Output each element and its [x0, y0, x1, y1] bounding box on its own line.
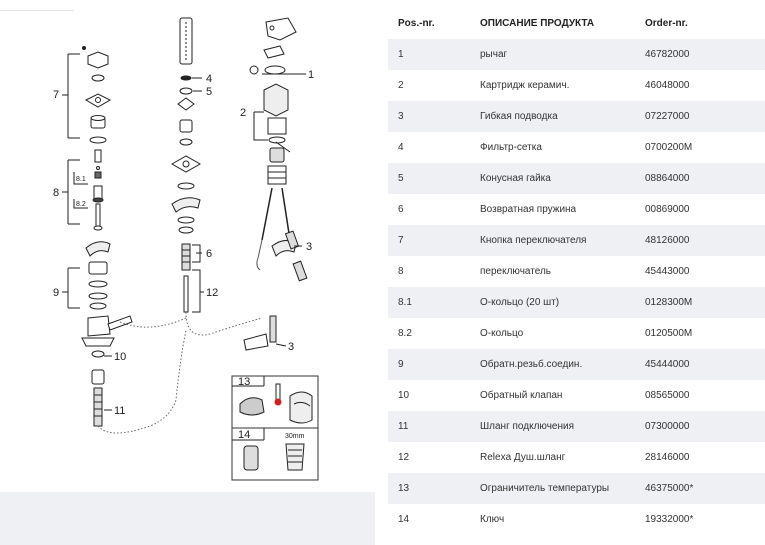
- cell-description: Ограничитель температуры: [470, 473, 635, 504]
- table-row: 11 Шланг подключения 07300000: [388, 411, 765, 442]
- header-order: Order-nr.: [635, 8, 765, 39]
- cell-description: Гибкая подводка: [470, 101, 635, 132]
- table-row: 9 Обратн.резьб.соедин. 45444000: [388, 349, 765, 380]
- cell-description: переключатель: [470, 256, 635, 287]
- cell-pos: 10: [388, 380, 470, 411]
- cell-order: 0128300M: [635, 287, 765, 318]
- cell-description: Конусная гайка: [470, 163, 635, 194]
- table-row: 2 Картридж керамич. 46048000: [388, 70, 765, 101]
- callout-10: 10: [114, 351, 126, 363]
- callout-4: 4: [206, 73, 212, 85]
- cell-pos: 9: [388, 349, 470, 380]
- callout-8-2: 8.2: [76, 201, 86, 208]
- table-row: 7 Кнопка переключателя 48126000: [388, 225, 765, 256]
- callout-3: 3: [288, 341, 294, 353]
- inset-label-13: 13: [238, 376, 250, 388]
- cell-order: 08864000: [635, 163, 765, 194]
- parts-drawing: 1 2 3 3 4 5 6 7 8 8.1 8.2 9 10 11 12 13 …: [53, 17, 319, 481]
- callout-8-1: 8.1: [76, 176, 86, 183]
- table-row: 6 Возвратная пружина 00869000: [388, 194, 765, 225]
- table-row: 8 переключатель 45443000: [388, 256, 765, 287]
- table-row: 1 рычаг 46782000: [388, 39, 765, 70]
- cell-order: 46048000: [635, 70, 765, 101]
- callout-1: 1: [308, 69, 314, 81]
- cell-order: 45444000: [635, 349, 765, 380]
- cell-description: Обратн.резьб.соедин.: [470, 349, 635, 380]
- header-description: ОПИСАНИЕ ПРОДУКТА: [470, 8, 635, 39]
- callout-7: 7: [53, 89, 59, 101]
- cell-description: O-кольцо (20 шт): [470, 287, 635, 318]
- cell-order: 0120500M: [635, 318, 765, 349]
- cell-description: Фильтр-сетка: [470, 132, 635, 163]
- cell-description: рычаг: [470, 39, 635, 70]
- cell-order: 28146000: [635, 442, 765, 473]
- callout-11: 11: [114, 405, 125, 417]
- cell-order: 08565000: [635, 380, 765, 411]
- table-row: 8.1 O-кольцо (20 шт) 0128300M: [388, 287, 765, 318]
- cell-order: 46375000*: [635, 473, 765, 504]
- cell-order: 19332000*: [635, 504, 765, 535]
- cell-description: Кнопка переключателя: [470, 225, 635, 256]
- cell-order: 07300000: [635, 411, 765, 442]
- table-row: 5 Конусная гайка 08864000: [388, 163, 765, 194]
- cell-pos: 2: [388, 70, 470, 101]
- table-row: 14 Ключ 19332000*: [388, 504, 765, 535]
- callout-labels: 1 2 3 3 4 5 6 7 8 8.1 8.2 9 10 11 12 13 …: [53, 69, 314, 441]
- table-row: 3 Гибкая подводка 07227000: [388, 101, 765, 132]
- cell-description: O-кольцо: [470, 318, 635, 349]
- table-row: 10 Обратный клапан 08565000: [388, 380, 765, 411]
- cell-pos: 14: [388, 504, 470, 535]
- cell-order: 48126000: [635, 225, 765, 256]
- cell-pos: 7: [388, 225, 470, 256]
- cell-description: Ключ: [470, 504, 635, 535]
- cell-description: Шланг подключения: [470, 411, 635, 442]
- callout-12: 12: [206, 287, 218, 299]
- header-pos: Pos.-nr.: [388, 8, 470, 39]
- cell-pos: 12: [388, 442, 470, 473]
- center-assembly: [170, 17, 204, 313]
- cell-pos: 4: [388, 132, 470, 163]
- cell-pos: 3: [388, 101, 470, 132]
- cell-description: Возвратная пружина: [470, 194, 635, 225]
- cell-pos: 13: [388, 473, 470, 504]
- inset-size-label: 30mm: [285, 433, 305, 440]
- table-header-row: Pos.-nr. ОПИСАНИЕ ПРОДУКТА Order-nr.: [388, 8, 765, 39]
- footer-band: [0, 492, 375, 545]
- cell-pos: 6: [388, 194, 470, 225]
- table-row: 8.2 O-кольцо 0120500M: [388, 318, 765, 349]
- cell-order: 46782000: [635, 39, 765, 70]
- exploded-parts-diagram: 1 2 3 3 4 5 6 7 8 8.1 8.2 9 10 11 12 13 …: [0, 0, 375, 492]
- right-assembly: [243, 17, 308, 351]
- cell-description: Relexa Душ.шланг: [470, 442, 635, 473]
- table-row: 13 Ограничитель температуры 46375000*: [388, 473, 765, 504]
- callout-3: 3: [306, 241, 312, 253]
- cell-description: Картридж керамич.: [470, 70, 635, 101]
- callout-8: 8: [53, 187, 59, 199]
- cell-pos: 8.1: [388, 287, 470, 318]
- cell-order: 07227000: [635, 101, 765, 132]
- parts-table: Pos.-nr. ОПИСАНИЕ ПРОДУКТА Order-nr. 1 р…: [388, 8, 765, 535]
- callout-9: 9: [53, 287, 59, 299]
- callout-2: 2: [240, 107, 246, 119]
- cell-pos: 1: [388, 39, 470, 70]
- cell-description: Обратный клапан: [470, 380, 635, 411]
- callout-6: 6: [206, 248, 212, 260]
- table-row: 4 Фильтр-сетка 0700200M: [388, 132, 765, 163]
- callout-5: 5: [206, 86, 212, 98]
- cell-order: 45443000: [635, 256, 765, 287]
- cell-order: 0700200M: [635, 132, 765, 163]
- cell-pos: 5: [388, 163, 470, 194]
- inset-label-14: 14: [238, 429, 250, 441]
- cell-pos: 11: [388, 411, 470, 442]
- cell-pos: 8.2: [388, 318, 470, 349]
- accessory-inset: [231, 375, 319, 481]
- divider: [0, 10, 74, 11]
- cell-pos: 8: [388, 256, 470, 287]
- table-row: 12 Relexa Душ.шланг 28146000: [388, 442, 765, 473]
- cell-order: 00869000: [635, 194, 765, 225]
- left-assembly: [62, 46, 133, 427]
